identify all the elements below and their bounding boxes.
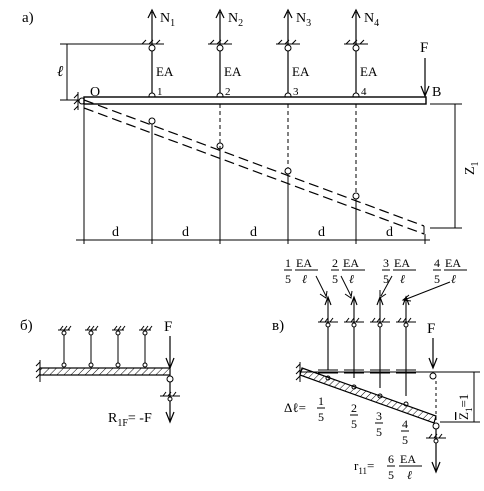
node-label-2: 2: [225, 86, 231, 98]
point-o-label: O: [90, 85, 100, 100]
panel-b-load: F: [164, 319, 175, 370]
length-dimension: ℓ: [57, 43, 150, 101]
panel-b-supports: [58, 325, 153, 368]
rod-1: N1 EA 1: [140, 8, 175, 100]
rod-3: N3 EA 3: [276, 8, 311, 100]
panel-v-load: F: [427, 321, 438, 380]
svg-text:EA: EA: [400, 452, 416, 466]
svg-text:5: 5: [402, 433, 408, 447]
length-label: ℓ: [57, 64, 63, 80]
unit-displacement-dimension: Z1=1: [440, 371, 480, 423]
force-n2: N2: [228, 11, 243, 29]
point-b-label: B: [432, 85, 441, 100]
svg-text:2: 2: [351, 401, 357, 415]
svg-text:3: 3: [383, 256, 389, 270]
force-n3: N3: [296, 11, 311, 29]
svg-text:5: 5: [383, 272, 389, 286]
top-force-2: 2 5 EA ℓ: [331, 256, 365, 286]
delta-prefix: Δℓ=: [284, 400, 306, 415]
rod-4: N4 EA 4: [344, 8, 379, 100]
stiffness-label-4: EA: [360, 64, 378, 79]
displacement-dimension: Z1: [430, 103, 481, 229]
rod-2: N2 EA 2: [208, 8, 243, 100]
span-d-1: d: [112, 225, 119, 240]
stiffness-label-1: EA: [156, 64, 174, 79]
load-f-label: F: [420, 40, 428, 56]
panel-b-beam: [35, 360, 171, 382]
svg-text:5: 5: [388, 468, 394, 482]
span-d-5: d: [386, 225, 393, 240]
svg-text:1: 1: [318, 394, 324, 408]
svg-text:2: 2: [332, 256, 338, 270]
svg-text:EA: EA: [394, 256, 410, 270]
svg-text:5: 5: [332, 272, 338, 286]
delta-labels: Δℓ= 1 5 2 5 3 5 4 5: [284, 394, 409, 447]
svg-text:ℓ: ℓ: [349, 272, 354, 286]
svg-text:5: 5: [318, 410, 324, 424]
svg-text:EA: EA: [343, 256, 359, 270]
svg-text:5: 5: [434, 272, 440, 286]
span-dimension: d d d d d: [76, 225, 430, 241]
svg-text:r11=: r11=: [354, 458, 374, 476]
panel-a-label: а): [22, 10, 34, 26]
span-d-2: d: [182, 225, 189, 240]
svg-text:EA: EA: [445, 256, 461, 270]
svg-text:4: 4: [434, 256, 440, 270]
svg-text:EA: EA: [296, 256, 312, 270]
node-label-4: 4: [361, 86, 367, 98]
panel-b-reaction: R1F= -F: [108, 375, 180, 429]
span-d-3: d: [250, 225, 257, 240]
displacement-z1: Z1: [463, 161, 481, 175]
panel-v-reaction: [426, 381, 446, 474]
load-f-a: F B: [420, 40, 441, 100]
panel-v-load-label: F: [427, 321, 435, 337]
deformed-beam: [83, 99, 425, 235]
force-n1: N1: [160, 11, 175, 29]
top-force-3: 3 5 EA ℓ: [382, 256, 416, 286]
panel-v-label: в): [272, 318, 284, 334]
extension-lines: [83, 104, 426, 244]
svg-text:ℓ: ℓ: [451, 272, 456, 286]
reaction-r1f: R1F= -F: [108, 411, 152, 429]
panel-b-label: б): [20, 318, 33, 334]
svg-text:5: 5: [376, 425, 382, 439]
stiffness-label-3: EA: [292, 64, 310, 79]
force-n4: N4: [364, 11, 379, 29]
panel-v-beam: [295, 362, 440, 424]
svg-text:1: 1: [285, 256, 291, 270]
top-force-1: 1 5 EA ℓ: [284, 256, 318, 286]
svg-text:ℓ: ℓ: [400, 272, 405, 286]
svg-text:ℓ: ℓ: [302, 272, 307, 286]
svg-text:5: 5: [285, 272, 291, 286]
svg-text:5: 5: [351, 417, 357, 431]
unit-displacement-label: Z1=1: [456, 394, 474, 420]
force-leader-arrows: [315, 275, 451, 302]
svg-text:ℓ: ℓ: [407, 468, 412, 482]
node-label-1: 1: [157, 86, 163, 98]
stiffness-label-2: EA: [224, 64, 242, 79]
span-d-4: d: [318, 225, 325, 240]
panel-b-load-label: F: [164, 319, 172, 335]
svg-text:4: 4: [402, 417, 408, 431]
svg-text:6: 6: [388, 452, 394, 466]
rigid-beam: [83, 96, 427, 105]
svg-text:3: 3: [376, 409, 382, 423]
panel-v-rods: [318, 295, 416, 407]
top-force-4: 4 5 EA ℓ: [433, 256, 467, 286]
node-label-3: 3: [293, 86, 299, 98]
reaction-r11: r11= 6 5 EA ℓ: [354, 452, 422, 482]
